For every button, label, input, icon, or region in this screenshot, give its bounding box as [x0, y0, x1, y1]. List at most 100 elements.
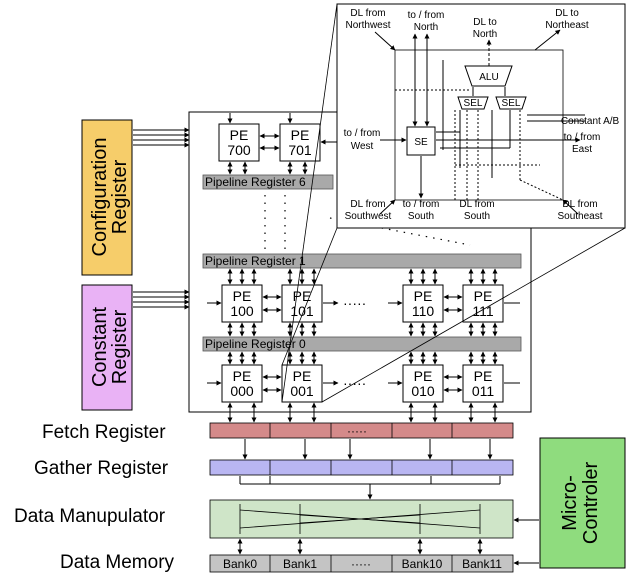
pe-to-fetch-links	[227, 402, 498, 423]
pe-row1-ellipsis: ·····	[343, 295, 366, 311]
zoom-callout-lines	[281, 3, 626, 403]
dl-from-southwest-line2: Southwest	[345, 211, 392, 222]
dl-from-south-line2: South	[464, 211, 490, 222]
pe-000: PE 000	[221, 364, 263, 403]
dl-from-southeast-line1: DL from	[562, 199, 597, 210]
se-label: SE	[414, 137, 428, 148]
pe-110: PE 110	[402, 284, 444, 323]
dl-from-southeast-line2: Southeast	[557, 211, 602, 222]
fetch-register-ellipsis: ·····	[347, 424, 367, 438]
pipeline-register-1-label: Pipeline Register 1	[205, 254, 306, 268]
dl-from-northwest-line2: Northwest	[345, 20, 390, 31]
dl-to-northeast-line1: DL to	[555, 8, 579, 19]
pe-701: PE 701	[279, 123, 321, 162]
pe-010-top: PE	[414, 368, 433, 384]
pe-100-bottom: 100	[230, 303, 254, 319]
to-from-south-line2: South	[408, 211, 434, 222]
gather-register-label: Gather Register	[34, 458, 169, 479]
pe-111-bottom: 111	[472, 303, 493, 319]
sel-left-label: SEL	[464, 98, 483, 109]
to-from-north-line2: North	[414, 22, 438, 33]
dl-from-southwest-line1: DL from	[350, 199, 385, 210]
pe-000-bottom: 000	[230, 383, 254, 399]
alu-unit	[464, 65, 513, 87]
bank-0: Bank0	[223, 557, 257, 571]
to-from-west-line2: West	[351, 141, 374, 152]
configuration-register-box	[81, 119, 133, 276]
constant-register: Constant Register	[81, 284, 133, 411]
pe-700-bottom: 700	[227, 142, 251, 158]
pe-011-top: PE	[474, 368, 493, 384]
constant-ab-label: Constant A/B	[561, 116, 620, 127]
pipeline-register-0-label: Pipeline Register 0	[205, 337, 306, 351]
data-manipulator-label: Data Manupulator	[14, 506, 166, 527]
pe-111-top: PE	[474, 288, 493, 304]
pe-101-top: PE	[293, 288, 312, 304]
fetch-register: ·····	[209, 422, 514, 439]
pe-interconnect	[207, 113, 520, 393]
se-switch	[406, 126, 436, 156]
pe-101-bottom: 101	[290, 303, 314, 319]
pe-detail-wiring	[374, 29, 585, 215]
data-manipulator	[209, 499, 514, 539]
to-from-east-line1: to / from	[564, 132, 601, 143]
pe-011-bottom: 011	[472, 383, 495, 399]
fetch-register-label: Fetch Register	[42, 422, 166, 443]
micro-controller: Micro- Controler	[539, 437, 626, 569]
pipeline-register-6-label: Pipeline Register 6	[205, 175, 306, 189]
pe-701-bottom: 701	[288, 142, 312, 158]
bank-10: Bank10	[402, 557, 443, 571]
sel-left-mux	[457, 96, 489, 110]
gather-register	[209, 459, 514, 476]
bank-1: Bank1	[283, 557, 317, 571]
constant-register-line2: Register	[109, 309, 131, 384]
pe-001-top: PE	[293, 368, 312, 384]
pe-100-top: PE	[233, 288, 252, 304]
dl-to-northeast-line2: Northeast	[545, 20, 589, 31]
pe-detail-inner	[394, 49, 564, 201]
dl-from-northwest-line1: DL from	[350, 8, 385, 19]
data-memory-label: Data Memory	[60, 552, 175, 573]
pe-001-bottom: 001	[290, 383, 314, 399]
pipeline-register-1: Pipeline Register 1	[202, 253, 522, 269]
bank-ellipsis: ·····	[351, 557, 371, 571]
configuration-register-line1: Configuration	[89, 138, 111, 257]
side-register-bus-arrows	[133, 127, 190, 310]
constant-register-box	[81, 284, 133, 411]
sel-right-label: SEL	[502, 98, 521, 109]
pe-111: PE 111	[462, 284, 504, 323]
data-memory: Bank0 Bank1 ····· Bank10 Bank11	[209, 554, 514, 573]
to-from-south-line1: to / from	[403, 199, 440, 210]
micro-controller-line1: Micro-	[559, 475, 581, 531]
bank-11: Bank11	[462, 557, 502, 571]
micro-controller-links	[513, 517, 539, 566]
manipulator-memory-links	[237, 538, 483, 555]
configuration-register: Configuration Register	[81, 119, 133, 276]
pe-100: PE 100	[221, 284, 263, 323]
dl-to-north-line2: North	[473, 29, 497, 40]
pe-000-top: PE	[233, 368, 252, 384]
pe-110-top: PE	[414, 288, 433, 304]
pe-010: PE 010	[402, 364, 444, 403]
dl-to-north-line1: DL to	[473, 17, 497, 28]
to-from-east-line2: East	[572, 144, 592, 155]
pe-110-bottom: 110	[412, 303, 435, 319]
pe-detail-dotted-wiring	[395, 89, 564, 201]
pe-101: PE 101	[281, 284, 323, 323]
constant-register-line1: Constant	[89, 307, 111, 387]
alu-label: ALU	[479, 72, 498, 83]
pipeline-register-6: Pipeline Register 6	[202, 174, 334, 190]
micro-controller-line2: Controler	[580, 462, 602, 545]
pe-011: PE 011	[462, 364, 504, 403]
pe-700-top: PE	[230, 127, 249, 143]
pe-700: PE 700	[218, 123, 260, 162]
sel-right-mux	[495, 96, 527, 110]
pe-detail: DL from Northwest to / from North DL to …	[336, 3, 626, 229]
configuration-register-line2: Register	[109, 159, 131, 234]
fetch-gather-links	[239, 439, 501, 500]
pe-010-bottom: 010	[411, 383, 435, 399]
pipeline-register-0: Pipeline Register 0	[202, 336, 522, 352]
to-from-north-line1: to / from	[408, 10, 445, 21]
pe-001: PE 001	[281, 364, 323, 403]
